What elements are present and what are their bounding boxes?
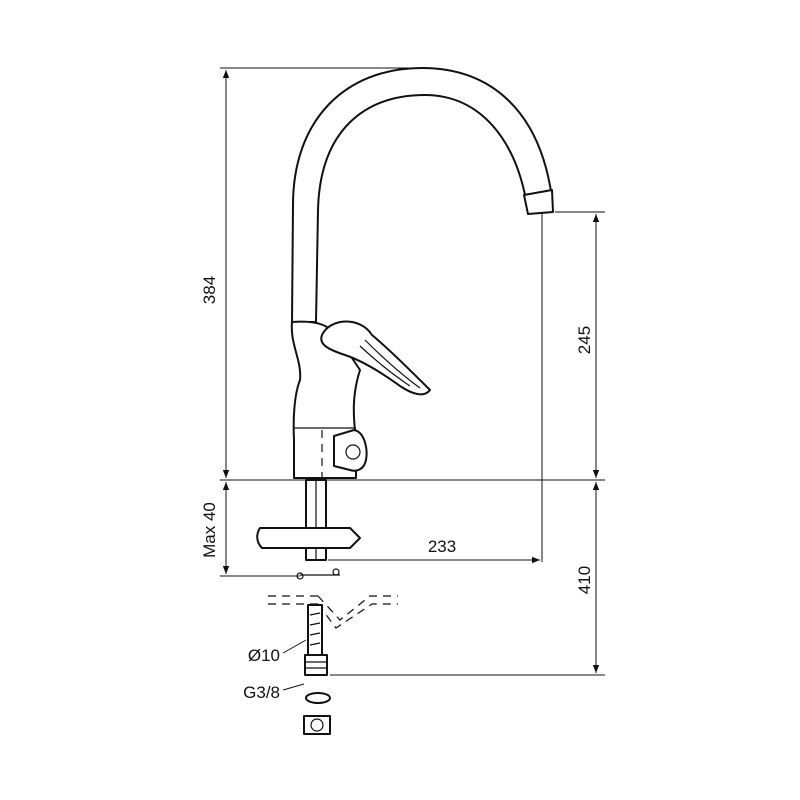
washer xyxy=(305,692,331,704)
dim-max-deck-thickness: Max 40 xyxy=(200,502,219,558)
aerator-tip xyxy=(523,189,554,215)
spout xyxy=(291,67,553,323)
dimension-lines xyxy=(220,67,605,691)
dim-tube-diameter: Ø10 xyxy=(248,646,280,665)
dim-spout-reach: 233 xyxy=(428,537,456,556)
dim-overall-height: 384 xyxy=(200,276,219,304)
mounting-plate xyxy=(256,527,361,549)
dim-connection-thread: G3/8 xyxy=(243,683,280,702)
nut xyxy=(303,715,331,735)
side-knob xyxy=(333,429,368,472)
dim-spout-height: 245 xyxy=(575,326,594,354)
faucet xyxy=(290,67,554,479)
hose-nut xyxy=(304,654,328,676)
dim-hose-length: 410 xyxy=(575,566,594,594)
mounting-assembly xyxy=(256,479,398,735)
lever-handle xyxy=(320,320,431,396)
